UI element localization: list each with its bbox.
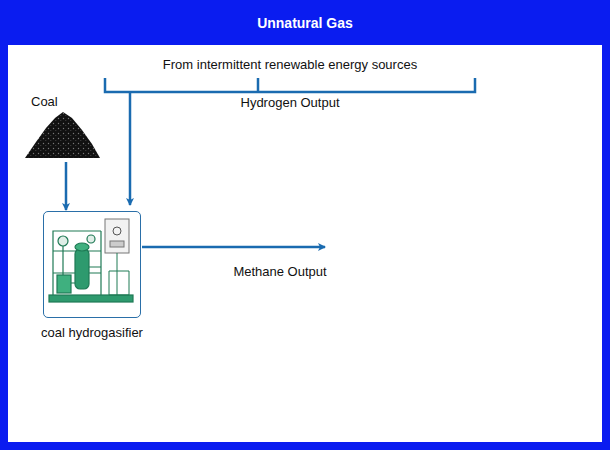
flow-label: Methane Output bbox=[233, 264, 326, 279]
flow-label: Hydrogen Output bbox=[240, 95, 339, 110]
hydrogen-bracket bbox=[105, 78, 475, 92]
flow-arrow bbox=[65, 162, 68, 210]
box-caption: coal hydrogasifier bbox=[41, 325, 143, 340]
diagram-title: Unnatural Gas bbox=[257, 15, 353, 31]
hydrogasifier-box: coal hydrogasifier bbox=[43, 211, 141, 318]
hydrogen-arrow bbox=[129, 92, 132, 205]
coal-node: Coal bbox=[22, 92, 110, 162]
flow-label: From intermittent renewable energy sourc… bbox=[163, 57, 417, 72]
methane-arrow bbox=[142, 246, 325, 249]
hydrogasifier-machine bbox=[43, 211, 141, 318]
title-bar: Unnatural Gas bbox=[0, 0, 610, 45]
node-heading: Coal bbox=[22, 94, 58, 109]
